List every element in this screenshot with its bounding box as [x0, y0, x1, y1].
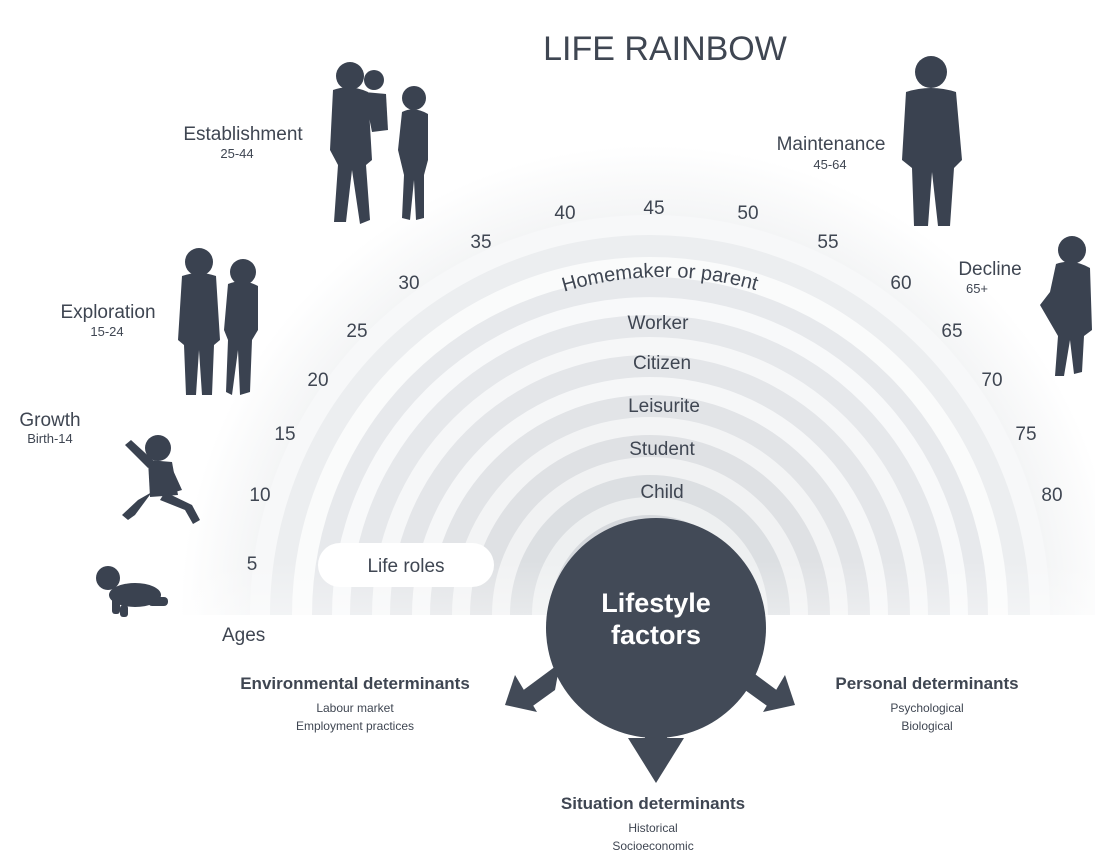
personal-item-2: Biological: [901, 719, 952, 733]
arrow-right-head: [763, 675, 795, 712]
role-leisurite-label: Leisurite: [628, 396, 700, 417]
stage-growth-name: Growth: [19, 410, 80, 431]
stage-decline-range: 65+: [966, 281, 988, 296]
environmental-item-2: Employment practices: [296, 719, 414, 733]
stage-exploration-name: Exploration: [60, 302, 155, 323]
businessman-icon: [902, 56, 962, 226]
age-25: 25: [346, 321, 367, 342]
age-45: 45: [643, 198, 664, 219]
stage-growth-range: Birth-14: [27, 431, 73, 446]
life-roles-label: Life roles: [367, 556, 444, 577]
stage-exploration-range: 15-24: [90, 324, 123, 339]
young-couple-icon: [178, 248, 258, 395]
lifestyle-factors-line2: factors: [611, 620, 701, 650]
baby-crawling-icon: [96, 566, 168, 617]
environmental-item-1: Labour market: [316, 701, 394, 715]
stage-establishment-name: Establishment: [183, 124, 303, 145]
life-roles-pill: [318, 543, 494, 587]
stage-establishment-range: 25-44: [220, 146, 253, 161]
role-citizen-label: Citizen: [633, 353, 691, 374]
age-65: 65: [941, 321, 962, 342]
family-with-child-icon: [330, 62, 428, 224]
child-running-icon: [122, 435, 200, 524]
ages-label: Ages: [222, 625, 265, 646]
lifestyle-factors-circle: [546, 518, 766, 738]
role-child-label: Child: [640, 482, 683, 503]
situation-item-2: Socioeconomic: [612, 839, 693, 853]
age-55: 55: [817, 232, 838, 253]
personal-item-1: Psychological: [890, 701, 963, 715]
age-40: 40: [554, 203, 575, 224]
age-30: 30: [398, 273, 419, 294]
role-worker-label: Worker: [628, 313, 690, 334]
age-5: 5: [247, 554, 258, 575]
age-20: 20: [307, 370, 328, 391]
diagram-title: LIFE RAINBOW: [543, 30, 787, 68]
situation-determinants-title: Situation determinants: [561, 794, 745, 813]
arrow-left-head: [505, 675, 537, 712]
lifestyle-factors-line1: Lifestyle: [601, 588, 711, 618]
personal-determinants-title: Personal determinants: [835, 674, 1018, 693]
stage-decline-name: Decline: [958, 259, 1021, 280]
age-35: 35: [470, 232, 491, 253]
age-70: 70: [981, 370, 1002, 391]
age-scale: 5 10 15 20 25 30 35 40 45 50 55 60 65 70…: [247, 198, 1063, 575]
age-50: 50: [737, 203, 758, 224]
stage-maintenance-name: Maintenance: [777, 134, 886, 155]
arrow-down-head: [628, 738, 684, 783]
age-75: 75: [1015, 424, 1036, 445]
role-student-label: Student: [629, 439, 695, 460]
age-80: 80: [1041, 485, 1062, 506]
situation-item-1: Historical: [628, 821, 677, 835]
environmental-determinants-title: Environmental determinants: [240, 674, 470, 693]
stage-maintenance-range: 45-64: [813, 157, 846, 172]
elderly-woman-icon: [1040, 236, 1092, 376]
age-60: 60: [890, 273, 911, 294]
age-10: 10: [249, 485, 270, 506]
age-15: 15: [274, 424, 295, 445]
